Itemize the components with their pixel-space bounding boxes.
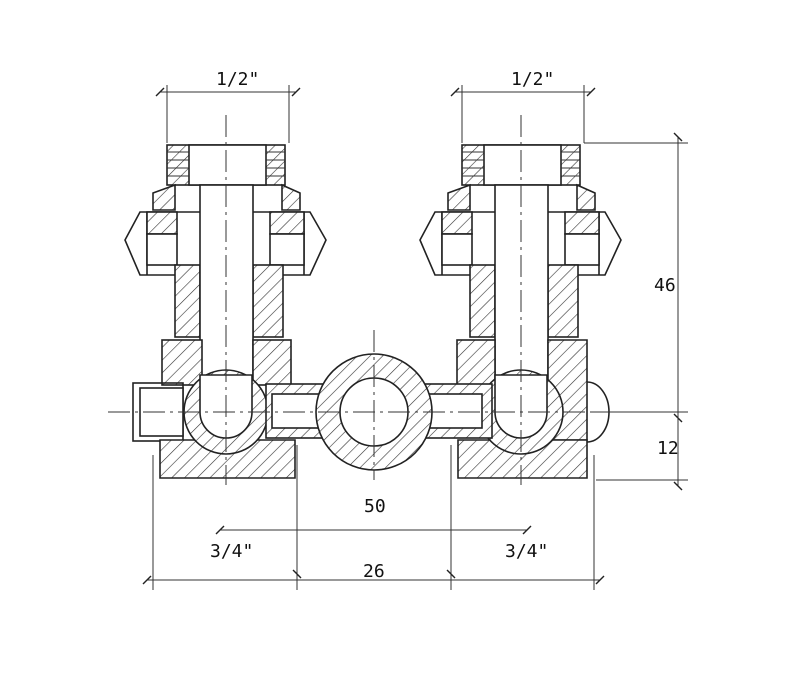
left-valve-assembly [124, 144, 327, 479]
right-union-nut [419, 211, 622, 276]
left-union-nut [124, 211, 327, 276]
dim-offset: 12 [657, 438, 679, 459]
dim-height: 46 [654, 275, 676, 296]
dim-right-outlet-thread: 1/2" [511, 69, 554, 90]
dim-center-distance: 50 [364, 496, 386, 517]
dim-left-inlet-thread: 3/4" [210, 541, 253, 562]
dim-bottom-width: 26 [363, 561, 385, 582]
dimension-lines [142, 85, 688, 590]
center-lines [108, 115, 640, 485]
dim-left-outlet-thread: 1/2" [216, 69, 259, 90]
dim-right-inlet-thread: 3/4" [505, 541, 548, 562]
